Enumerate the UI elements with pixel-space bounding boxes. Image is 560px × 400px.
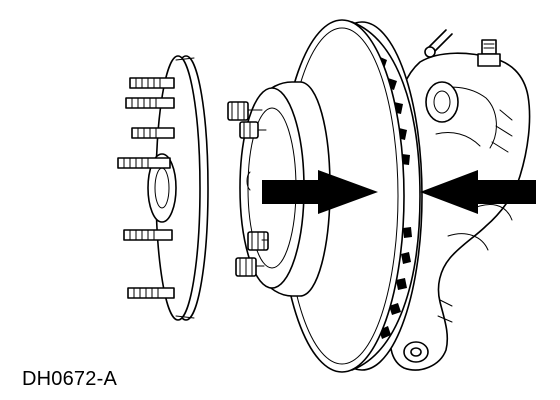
hub-bolt (247, 231, 269, 251)
figure-caption: DH0672-A (22, 368, 117, 390)
wheel-stud (123, 229, 173, 241)
wheel-stud (131, 127, 175, 139)
wheel-stud (117, 157, 171, 169)
wheel-hub-flange (147, 55, 209, 321)
wheel-stud (127, 287, 175, 299)
wheel-studs (117, 77, 175, 299)
hub-bolt (239, 121, 259, 139)
hub-bolt (235, 257, 257, 277)
wheel-stud (125, 97, 175, 109)
indicator-arrow-left (262, 170, 378, 214)
caliper-knuckle (389, 29, 531, 371)
wheel-stud (129, 77, 175, 89)
rotor-hub-bolts (227, 101, 269, 277)
indicator-arrow-right (420, 170, 536, 214)
hub-bolt (227, 101, 249, 121)
